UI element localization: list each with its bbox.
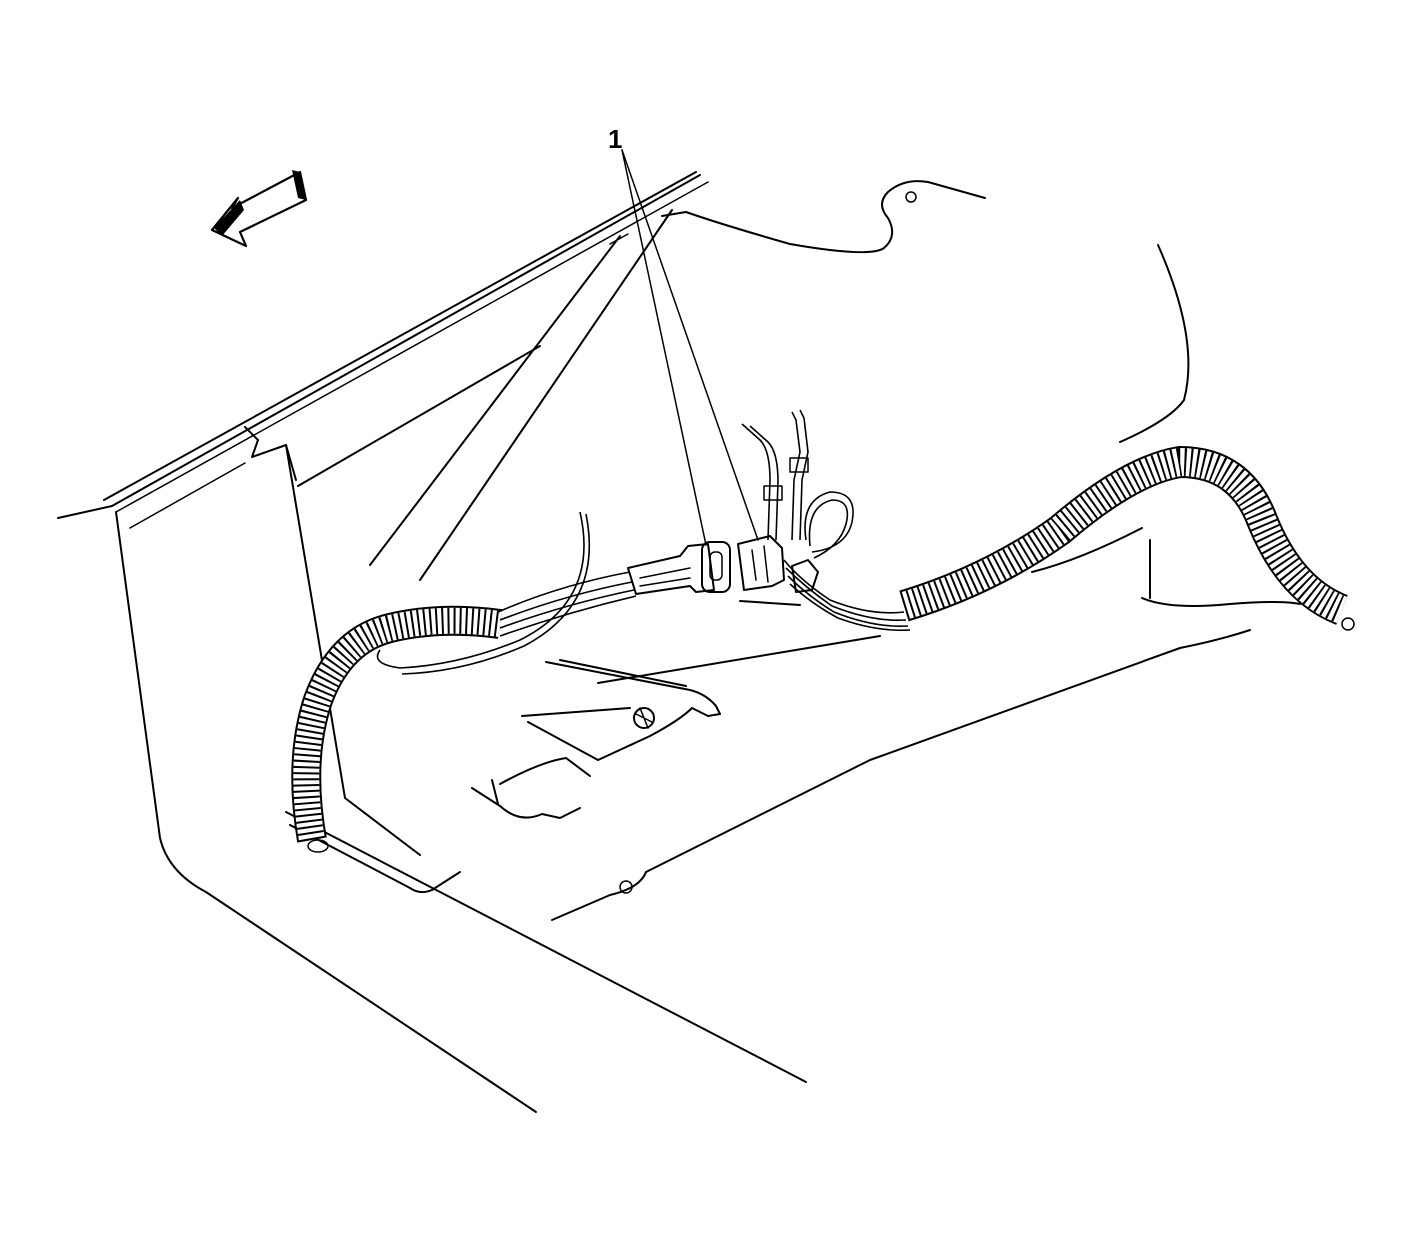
front-direction-arrow-icon: [210, 170, 308, 248]
harness-conduit-left: [291, 605, 502, 853]
wire-bundle-right: [741, 409, 911, 632]
mounting-bracket: [471, 659, 721, 819]
callout-label: 1: [608, 124, 622, 154]
bolt-icon: [633, 707, 655, 729]
harness-conduit-right: [899, 445, 1355, 631]
floor-panel-outline: [57, 171, 1301, 1113]
wire-bundle-left: [376, 511, 637, 675]
callout-1: 1: [608, 124, 759, 546]
electrical-connector[interactable]: [627, 535, 785, 595]
